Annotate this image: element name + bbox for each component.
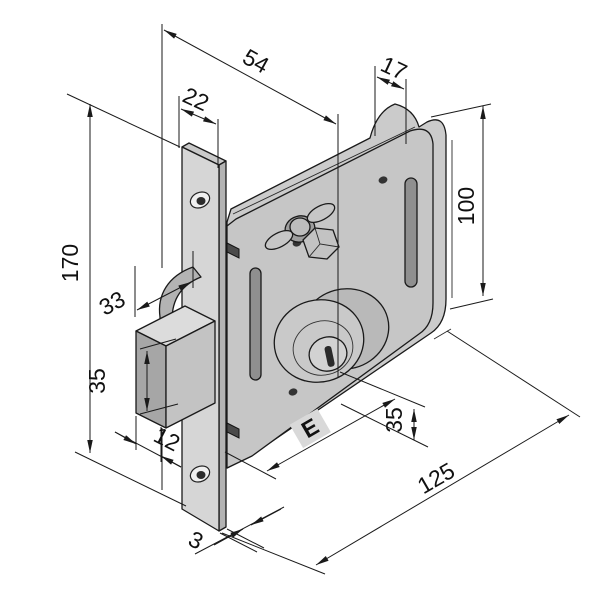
case-top-back-edge [232,126,416,215]
faceplate-side-edge [218,160,227,532]
dim-3-label: 3 [184,526,207,555]
dim-35-cylinder-label: 35 [381,407,407,433]
edge-notch [226,242,240,259]
slot-left [249,267,262,381]
thumbturn [264,202,340,260]
keyhole [324,345,335,367]
faceplate-screw-hole-bottom [189,465,211,483]
deadbolt-front-face [165,320,216,429]
dim-35-bolt-label: 35 [84,368,110,394]
dim-125-label: 125 [413,457,459,499]
case-bottom-thickness-edge [433,328,452,340]
slot-right [404,177,418,288]
edge-notch [226,422,240,439]
dim-33-label: 33 [95,286,130,321]
deadbolt [135,305,216,429]
thumbturn-hub [289,217,311,237]
dim-170: 170 [57,93,187,507]
screw-hole [378,176,388,184]
dim-170-label: 170 [57,244,83,282]
dim-35-bolt: 35 [84,338,179,415]
cylinder-rim [292,320,354,376]
dim-12-label: 12 [150,422,185,457]
dimension-line [163,29,337,125]
faceplate-screw-hole-top [189,191,211,209]
dim-22-label: 22 [179,82,213,116]
dim-100: 100 [430,103,494,310]
lock-cylinder [273,288,390,383]
dim-100-label: 100 [453,187,479,225]
thumbturn-wing-right [306,202,336,224]
screw-hole [288,388,298,396]
hex-facet-lines [308,227,340,258]
mounting-slots [249,177,418,381]
